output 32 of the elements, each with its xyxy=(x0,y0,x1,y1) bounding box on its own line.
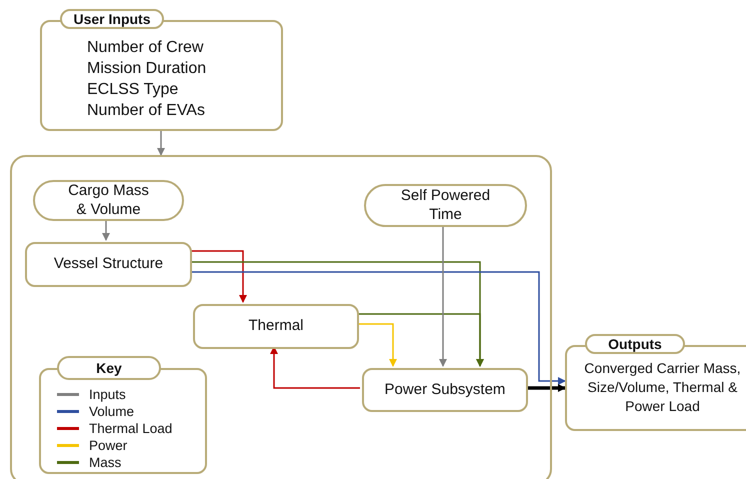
process-box xyxy=(362,368,528,412)
arrow xyxy=(357,323,397,367)
input-item: Number of Crew xyxy=(87,38,204,58)
node-label: Thermal xyxy=(247,317,304,336)
arrow xyxy=(526,384,566,392)
node-label: Vessel Structure xyxy=(52,255,164,274)
input-item: Number of EVAs xyxy=(87,100,205,120)
legend-text: Power xyxy=(89,438,128,453)
input-pill xyxy=(33,180,184,221)
arrow xyxy=(190,271,566,385)
node-label: Power Subsystem xyxy=(384,380,506,400)
arrow xyxy=(157,131,165,156)
arrow xyxy=(190,250,247,303)
process-box xyxy=(193,304,359,349)
heading-tab: Outputs xyxy=(585,334,685,354)
key-title: Key xyxy=(57,356,161,380)
legend-text: Thermal Load xyxy=(89,421,172,436)
input-item: ECLSS Type xyxy=(87,80,178,100)
input-item: Mission Duration xyxy=(87,58,206,78)
heading-tab: User Inputs xyxy=(60,9,164,29)
node-label: Self Powered Time xyxy=(400,186,492,224)
arrow xyxy=(439,225,447,367)
input-pill xyxy=(364,184,527,227)
output-text: Converged Carrier Mass, Size/Volume, Thermal & Power Load xyxy=(583,359,742,416)
arrow xyxy=(270,346,360,389)
process-box xyxy=(25,242,192,287)
legend-text: Inputs xyxy=(89,387,126,402)
node-label: Cargo Mass & Volume xyxy=(67,182,150,220)
legend-text: Volume xyxy=(89,404,134,419)
arrow xyxy=(102,219,110,241)
arrow xyxy=(357,313,484,367)
legend-text: Mass xyxy=(89,455,122,470)
